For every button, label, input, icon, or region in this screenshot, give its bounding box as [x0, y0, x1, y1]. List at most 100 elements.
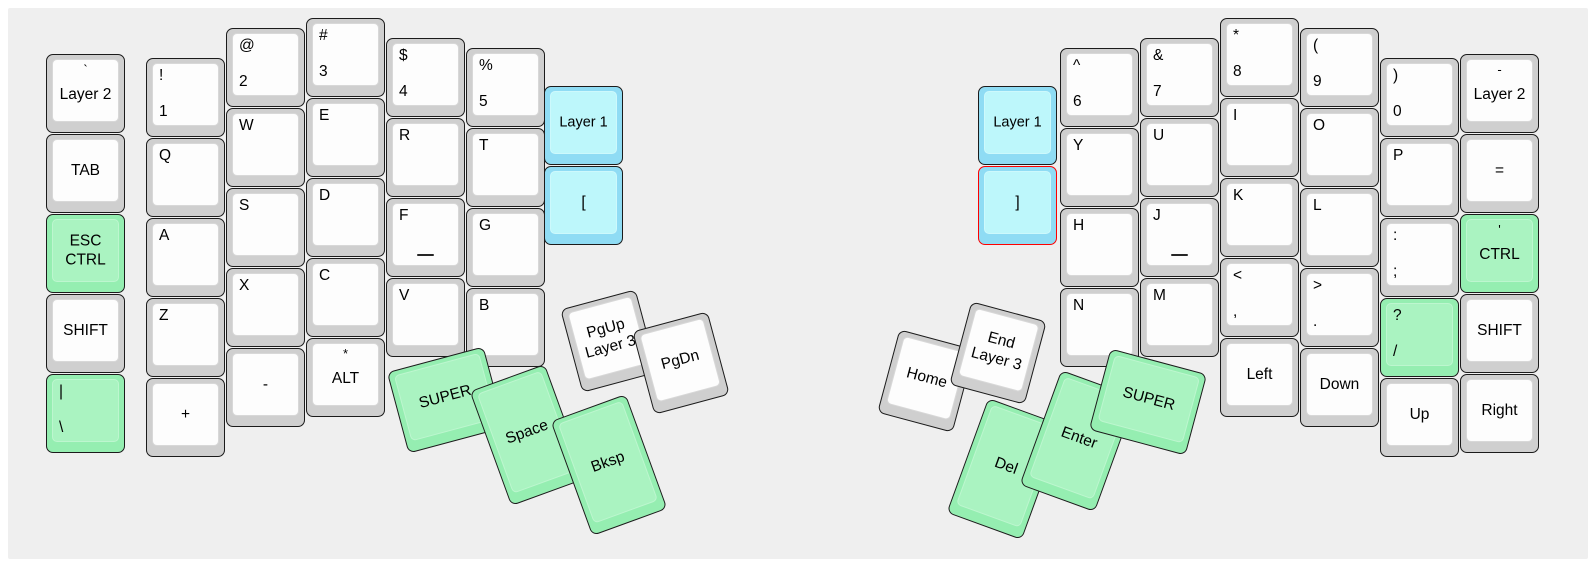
- key-u-legend: U: [1153, 127, 1165, 144]
- key-pipe-backslash[interactable]: |\: [46, 374, 125, 453]
- key-w-legend: W: [239, 117, 254, 134]
- key-3-legend-shift: #: [319, 27, 328, 44]
- key-ctrl-quote[interactable]: 'CTRL: [1460, 214, 1539, 293]
- key-5[interactable]: %5: [466, 48, 545, 127]
- key-up[interactable]: Up: [1380, 378, 1459, 457]
- key-layer2-grave[interactable]: `Layer 2: [46, 54, 125, 133]
- key-n-legend: N: [1073, 297, 1085, 314]
- key-q-cap: Q: [152, 143, 219, 206]
- key-c-legend: C: [319, 267, 331, 284]
- key-d-legend: D: [319, 187, 331, 204]
- key-h-cap: H: [1066, 213, 1133, 276]
- key-plus-cap: +: [152, 383, 219, 446]
- key-v[interactable]: V: [386, 278, 465, 357]
- key-f-legend: F: [399, 207, 409, 224]
- key-shift-right-legend: SHIFT: [1477, 321, 1522, 339]
- key-c[interactable]: C: [306, 258, 385, 337]
- key-g[interactable]: G: [466, 208, 545, 287]
- key-bksp[interactable]: Bksp: [550, 393, 668, 537]
- key-h[interactable]: H: [1060, 208, 1139, 287]
- key-7[interactable]: &7: [1140, 38, 1219, 117]
- key-layer2-grave-legend-top: `: [83, 62, 88, 77]
- key-left-cap: Left: [1226, 343, 1293, 406]
- key-2[interactable]: @2: [226, 28, 305, 107]
- key-right[interactable]: Right: [1460, 374, 1539, 453]
- key-i[interactable]: I: [1220, 98, 1299, 177]
- key-4[interactable]: $4: [386, 38, 465, 117]
- key-k[interactable]: K: [1220, 178, 1299, 257]
- key-8-legend-shift: *: [1233, 27, 1240, 44]
- key-5-cap: %5: [472, 53, 539, 116]
- key-z[interactable]: Z: [146, 298, 225, 377]
- key-t[interactable]: T: [466, 128, 545, 207]
- key-d[interactable]: D: [306, 178, 385, 257]
- key-6[interactable]: ^6: [1060, 48, 1139, 127]
- key-u[interactable]: U: [1140, 118, 1219, 197]
- key-bracket-right[interactable]: ]: [978, 166, 1057, 245]
- key-pgdn[interactable]: PgDn: [632, 311, 730, 415]
- key-j-homing-bar: [1171, 254, 1188, 256]
- key-alt-cap: *ALT: [312, 343, 379, 406]
- key-q[interactable]: Q: [146, 138, 225, 217]
- key-a-cap: A: [152, 223, 219, 286]
- key-o[interactable]: O: [1300, 108, 1379, 187]
- key-0-cap: )0: [1386, 63, 1453, 126]
- key-j-cap: J: [1146, 203, 1213, 266]
- key-minus-legend: -: [262, 375, 269, 393]
- key-w[interactable]: W: [226, 108, 305, 187]
- key-8[interactable]: *8: [1220, 18, 1299, 97]
- key-p[interactable]: P: [1380, 138, 1459, 217]
- key-left[interactable]: Left: [1220, 338, 1299, 417]
- key-period[interactable]: >.: [1300, 268, 1379, 347]
- key-comma[interactable]: <,: [1220, 258, 1299, 337]
- key-plus[interactable]: +: [146, 378, 225, 457]
- key-minus[interactable]: -: [226, 348, 305, 427]
- key-f[interactable]: F: [386, 198, 465, 277]
- key-shift-right[interactable]: SHIFT: [1460, 294, 1539, 373]
- key-m[interactable]: M: [1140, 278, 1219, 357]
- key-x[interactable]: X: [226, 268, 305, 347]
- key-shift-cap: SHIFT: [52, 299, 119, 362]
- key-a[interactable]: A: [146, 218, 225, 297]
- key-layer1-right[interactable]: Layer 1: [978, 86, 1057, 165]
- key-esc-ctrl[interactable]: ESC CTRL: [46, 214, 125, 293]
- key-x-legend: X: [239, 277, 250, 294]
- key-4-legend-shift: $: [399, 47, 408, 64]
- key-space-legend: Space: [503, 416, 551, 448]
- key-l-cap: L: [1306, 193, 1373, 256]
- key-alt[interactable]: *ALT: [306, 338, 385, 417]
- key-slash-legend-base: /: [1393, 343, 1398, 361]
- key-slash[interactable]: ?/: [1380, 298, 1459, 377]
- key-up-legend: Up: [1409, 405, 1430, 423]
- key-0[interactable]: )0: [1380, 58, 1459, 137]
- key-t-cap: T: [472, 133, 539, 196]
- key-semicolon-legend-shift: :: [1393, 227, 1398, 244]
- key-ctrl-quote-cap: 'CTRL: [1466, 219, 1533, 282]
- key-period-legend-base: .: [1313, 313, 1318, 331]
- key-bracket-left[interactable]: [: [544, 166, 623, 245]
- key-s[interactable]: S: [226, 188, 305, 267]
- key-y[interactable]: Y: [1060, 128, 1139, 207]
- key-layer2-minus[interactable]: -Layer 2: [1460, 54, 1539, 133]
- key-7-legend-base: 7: [1153, 83, 1162, 101]
- key-super-right-cap: SUPER: [1097, 354, 1201, 444]
- key-layer1-left[interactable]: Layer 1: [544, 86, 623, 165]
- key-down[interactable]: Down: [1300, 348, 1379, 427]
- key-layer2-minus-cap: -Layer 2: [1466, 59, 1533, 122]
- key-o-legend: O: [1313, 117, 1326, 134]
- key-r[interactable]: R: [386, 118, 465, 197]
- key-tab[interactable]: TAB: [46, 134, 125, 213]
- key-l[interactable]: L: [1300, 188, 1379, 267]
- key-e[interactable]: E: [306, 98, 385, 177]
- key-n[interactable]: N: [1060, 288, 1139, 367]
- key-shift[interactable]: SHIFT: [46, 294, 125, 373]
- key-1[interactable]: !1: [146, 58, 225, 137]
- key-equals[interactable]: =: [1460, 134, 1539, 213]
- key-x-cap: X: [232, 273, 299, 336]
- key-l-legend: L: [1313, 197, 1322, 214]
- key-9[interactable]: (9: [1300, 28, 1379, 107]
- key-3[interactable]: #3: [306, 18, 385, 97]
- key-j[interactable]: J: [1140, 198, 1219, 277]
- key-semicolon[interactable]: :;: [1380, 218, 1459, 297]
- key-6-cap: ^6: [1066, 53, 1133, 116]
